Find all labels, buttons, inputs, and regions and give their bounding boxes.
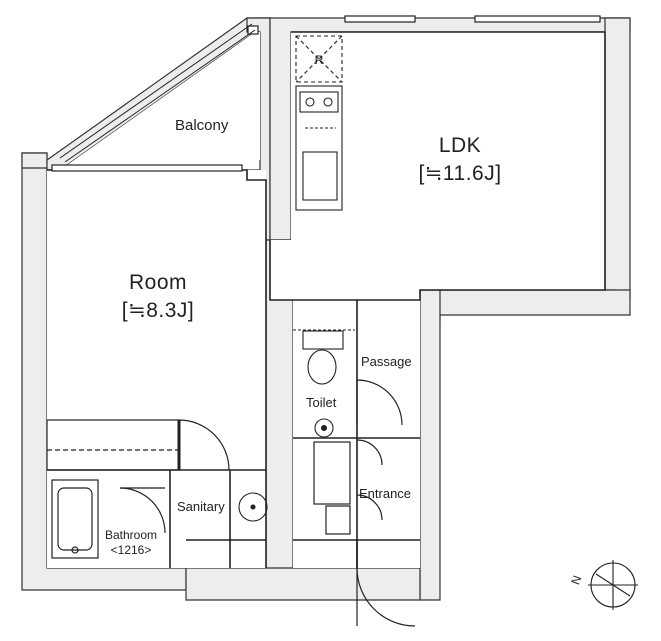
door-room-arc <box>178 419 230 471</box>
door-passage-arc <box>356 439 383 466</box>
wall-ldk-bottom <box>419 289 631 321</box>
door-sanitary-arc <box>119 487 166 534</box>
wall-top-left <box>21 152 48 169</box>
sink <box>302 151 338 201</box>
door-entrance-arc <box>356 567 416 627</box>
ldk-label: LDK <box>438 134 482 157</box>
washbasin <box>238 492 268 522</box>
toilet-sink <box>314 418 334 438</box>
toilet-bowl <box>307 349 337 385</box>
toilet-outline <box>293 299 358 439</box>
ldk-outline <box>291 31 606 301</box>
toilet-tank <box>302 330 344 350</box>
passage-label: Passage <box>361 354 412 369</box>
wall-right <box>604 17 631 301</box>
door-toilet-arc <box>356 379 403 426</box>
sanitary-label: Sanitary <box>177 499 225 514</box>
compass-icon <box>588 560 638 610</box>
toilet-label: Toilet <box>306 395 337 410</box>
balcony-label: Balcony <box>175 117 229 134</box>
window-diagonal <box>247 25 259 35</box>
window-top <box>344 15 416 23</box>
room-label: Room <box>128 271 188 294</box>
ldk-area: [≒11.6J] <box>418 162 502 185</box>
stove <box>299 91 339 113</box>
shoe-cabinet <box>313 441 351 505</box>
window-balcony <box>51 164 243 172</box>
bathtub-inner <box>57 487 93 551</box>
wall-right-lower <box>419 289 441 601</box>
bathtub-outer <box>51 479 99 559</box>
fridge-label: R <box>314 53 324 67</box>
room-area: [≒8.3J] <box>121 299 195 322</box>
wall-bottom <box>185 567 421 601</box>
bathroom-label: Bathroom <box>104 528 158 542</box>
entrance-label: Entrance <box>359 486 412 501</box>
fridge <box>295 35 343 83</box>
bathroom-size: <1216> <box>110 543 152 557</box>
